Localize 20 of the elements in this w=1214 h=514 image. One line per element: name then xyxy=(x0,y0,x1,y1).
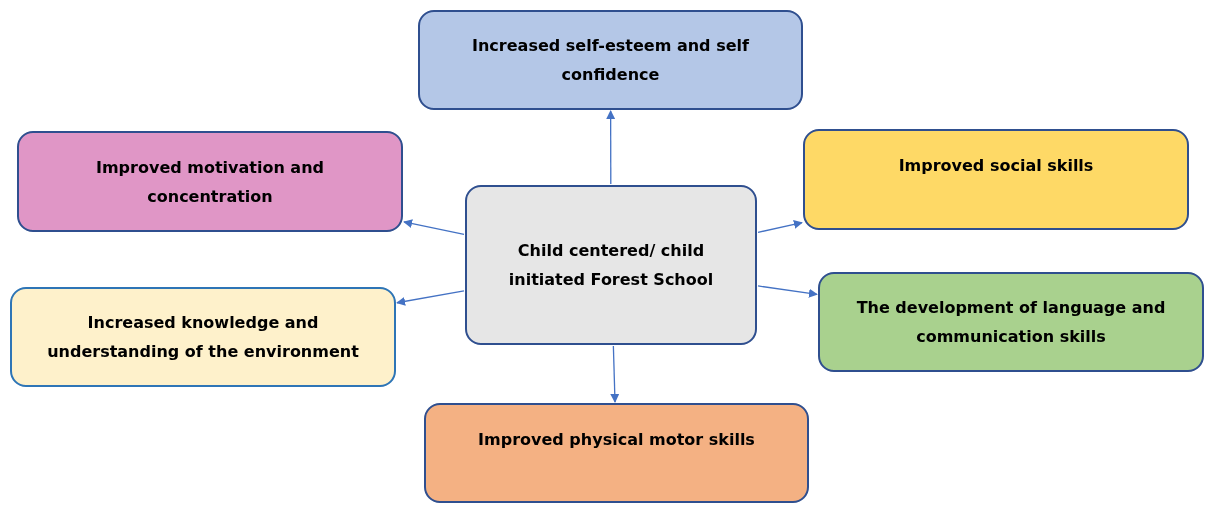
arrow xyxy=(606,110,616,185)
arrow xyxy=(757,285,818,298)
arrow xyxy=(403,219,465,236)
arrow xyxy=(757,219,803,233)
outcome-box xyxy=(418,10,803,110)
arrow xyxy=(396,290,465,306)
outcome-box xyxy=(10,287,396,387)
central-box xyxy=(465,185,757,345)
arrow xyxy=(610,345,620,403)
box-label: Improved motivation and concentration xyxy=(95,156,325,208)
outcome-box xyxy=(17,131,403,232)
box-label: The development of language and communication skills xyxy=(855,297,1167,348)
outcome-box xyxy=(818,272,1204,372)
box-label: Improved social skills xyxy=(898,155,1094,177)
box-label: Child centered/ child initiated Forest School xyxy=(507,240,715,291)
box-label: Increased self-esteem and self confidence xyxy=(471,35,750,86)
outcome-box xyxy=(424,403,809,503)
outcome-box xyxy=(803,129,1189,230)
box-label: Increased knowledge and understanding of the environment xyxy=(46,312,360,363)
box-label: Improved physical motor skills xyxy=(478,429,755,451)
